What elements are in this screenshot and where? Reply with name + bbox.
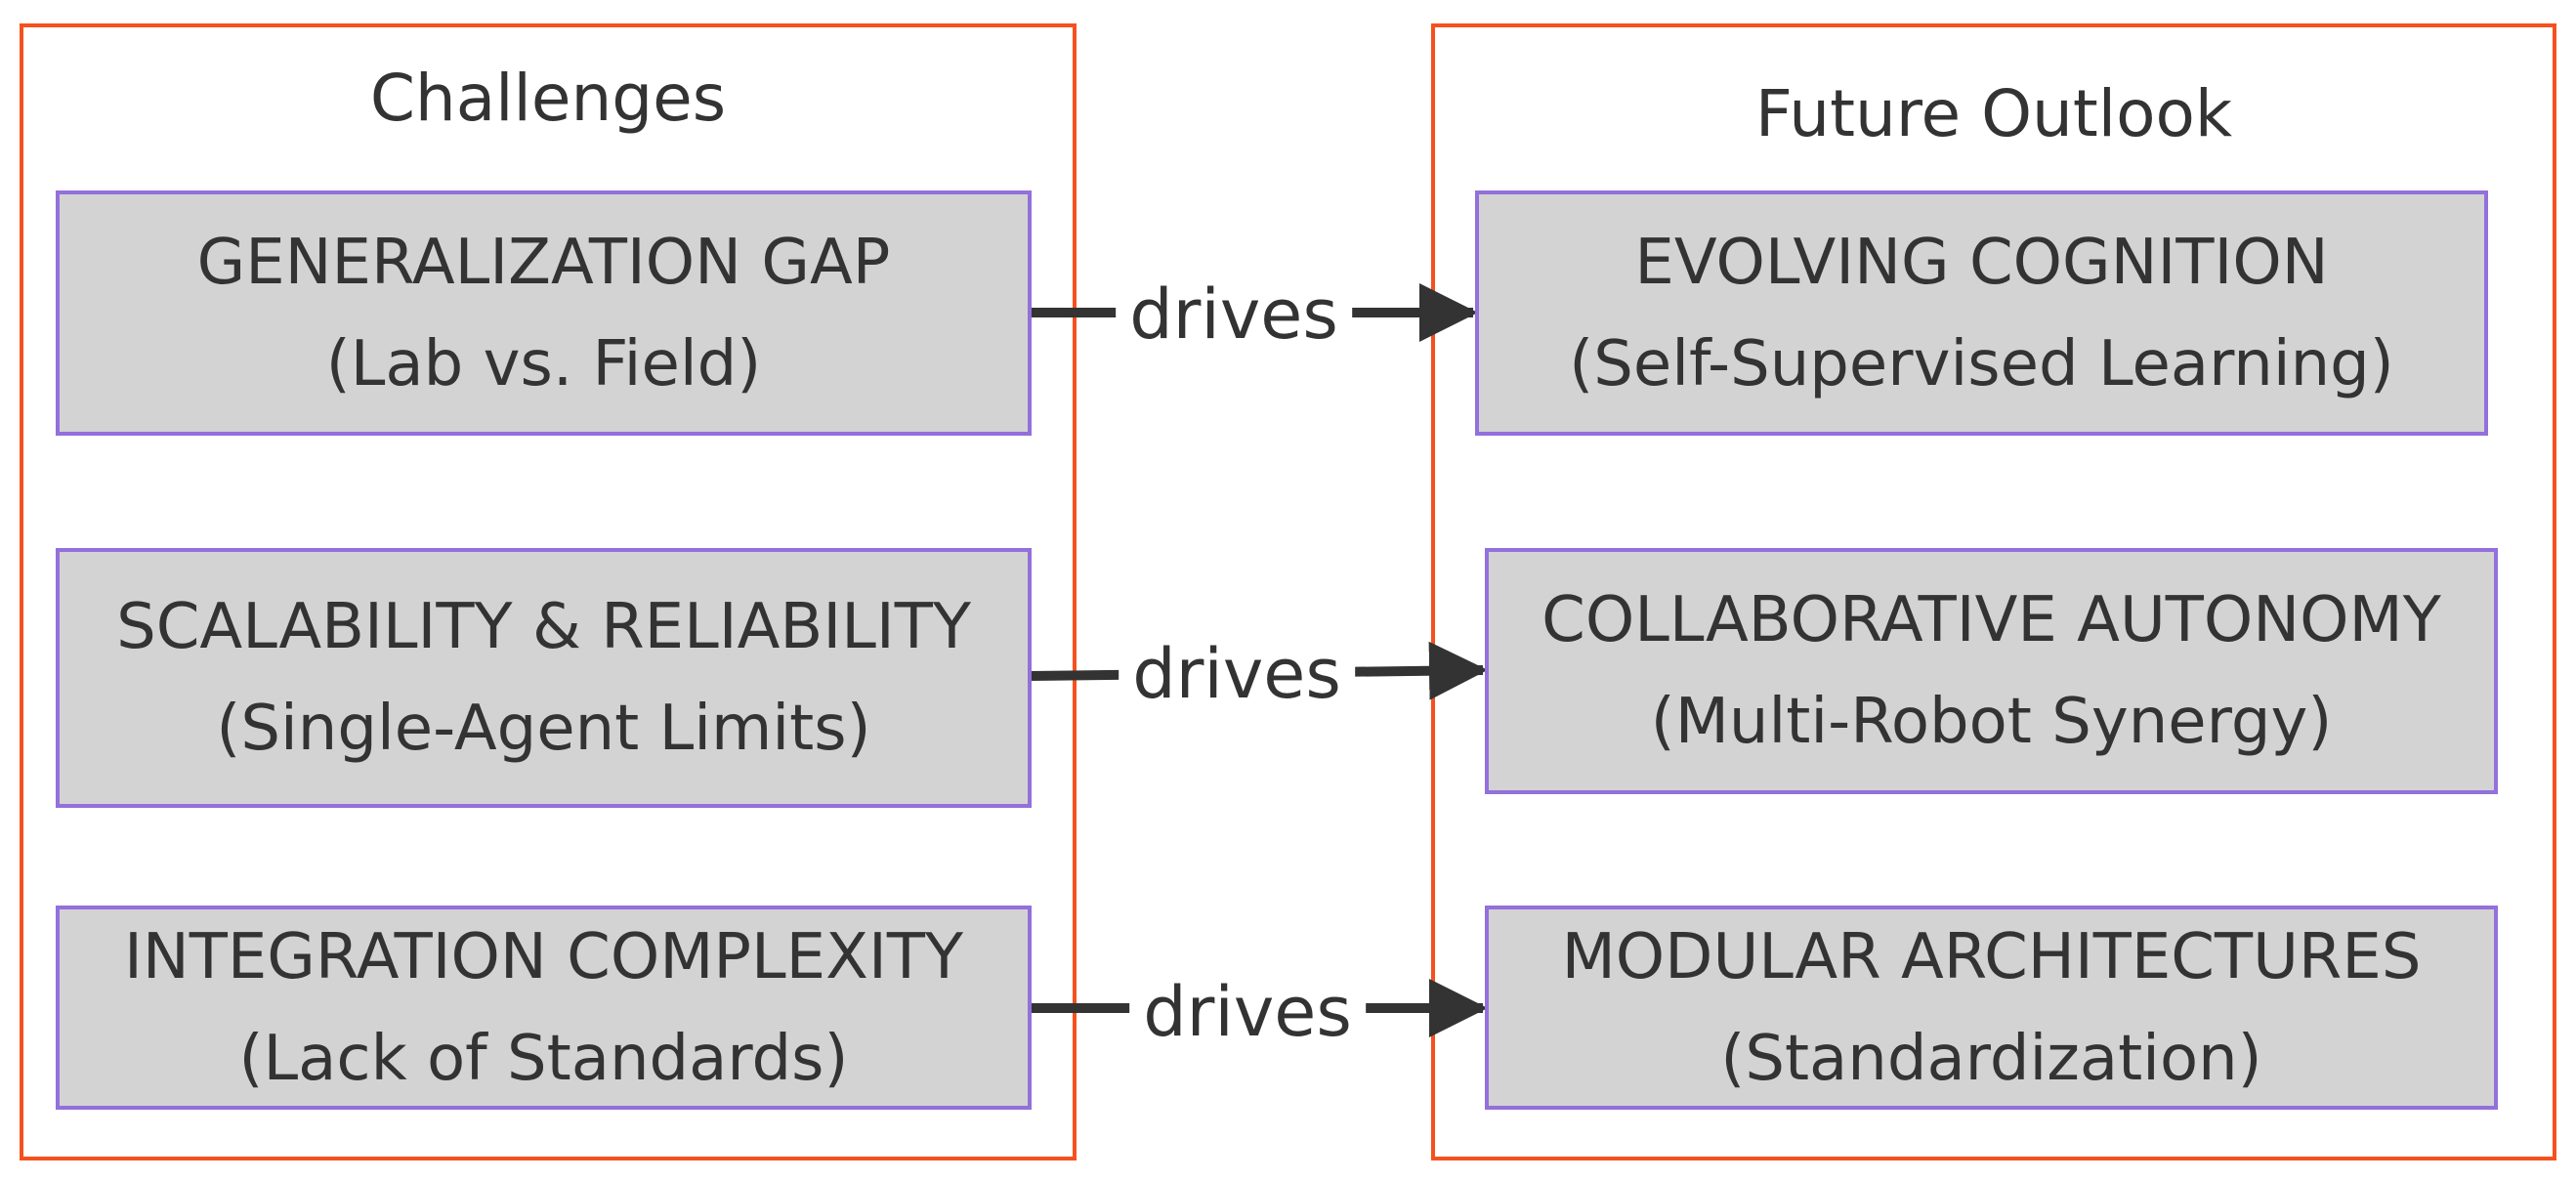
node-subtitle: (Lack of Standards) bbox=[238, 1022, 849, 1095]
node-title: SCALABILITY & RELIABILITY bbox=[116, 591, 971, 663]
challenges-group: Challenges bbox=[20, 23, 1077, 1160]
node-subtitle: (Multi-Robot Synergy) bbox=[1650, 686, 2333, 758]
edge-label-2: drives bbox=[1119, 640, 1355, 708]
outlook-group-title: Future Outlook bbox=[1754, 76, 2233, 151]
node-evolving-cognition: EVOLVING COGNITION (Self-Supervised Lear… bbox=[1475, 190, 2488, 436]
node-title: INTEGRATION COMPLEXITY bbox=[124, 920, 963, 993]
node-scalability-reliability: SCALABILITY & RELIABILITY (Single-Agent … bbox=[56, 548, 1032, 808]
edge-label-3: drives bbox=[1129, 978, 1366, 1046]
node-integration-complexity: INTEGRATION COMPLEXITY (Lack of Standard… bbox=[56, 906, 1032, 1110]
outlook-group: Future Outlook bbox=[1431, 23, 2556, 1160]
node-title: GENERALIZATION GAP bbox=[196, 226, 891, 299]
node-generalization-gap: GENERALIZATION GAP (Lab vs. Field) bbox=[56, 190, 1032, 436]
node-subtitle: (Single-Agent Limits) bbox=[216, 693, 871, 765]
node-subtitle: (Standardization) bbox=[1720, 1022, 2262, 1095]
node-title: EVOLVING COGNITION bbox=[1634, 226, 2329, 299]
node-collaborative-autonomy: COLLABORATIVE AUTONOMY (Multi-Robot Syne… bbox=[1485, 548, 2498, 794]
challenges-group-title: Challenges bbox=[369, 61, 727, 136]
node-title: MODULAR ARCHITECTURES bbox=[1561, 920, 2422, 993]
node-subtitle: (Lab vs. Field) bbox=[325, 327, 762, 401]
edge-label-1: drives bbox=[1116, 280, 1352, 349]
node-modular-architectures: MODULAR ARCHITECTURES (Standardization) bbox=[1485, 906, 2498, 1110]
node-title: COLLABORATIVE AUTONOMY bbox=[1541, 584, 2441, 656]
node-subtitle: (Self-Supervised Learning) bbox=[1569, 327, 2394, 401]
